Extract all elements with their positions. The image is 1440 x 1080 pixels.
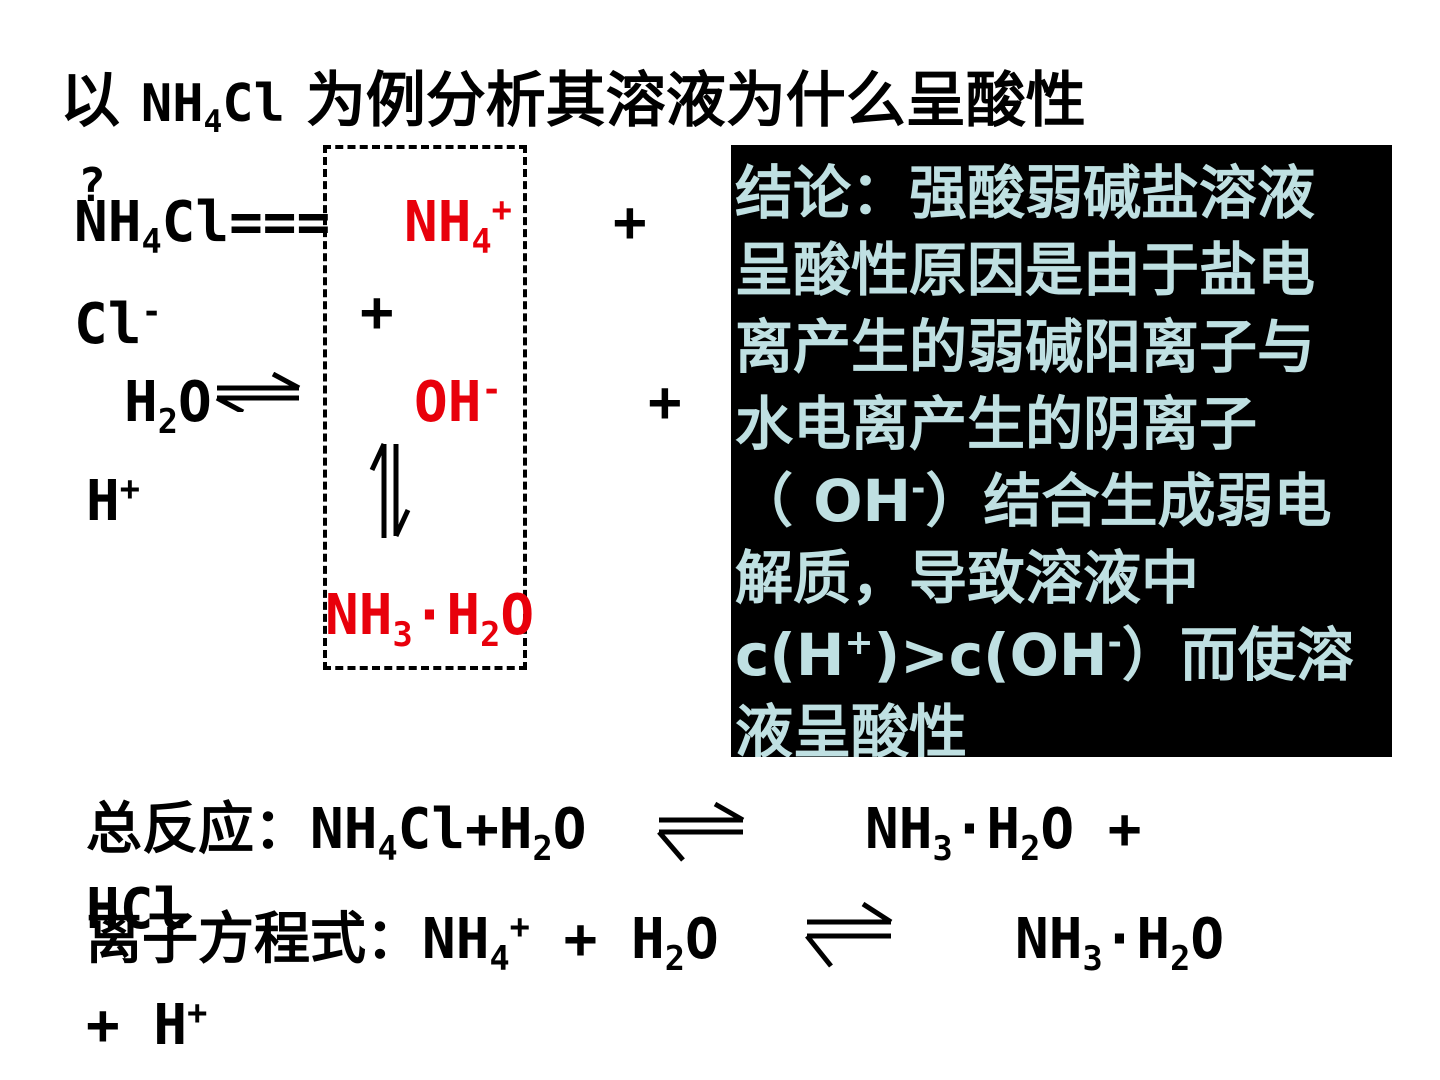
title-suffix: 为例分析其溶液为什么呈酸性 [305, 66, 1086, 136]
conclusion-panel: 结论：强酸弱碱盐溶液 呈酸性原因是由于盐电 离产生的弱碱阳离子与 水电离产生的阴… [731, 145, 1392, 757]
dashed-highlight-box [323, 145, 527, 670]
total-reaction-arrow-icon [655, 800, 747, 864]
hydroxide-ion: OH- [414, 369, 502, 435]
water-molecule: H2O [124, 370, 212, 441]
ammonium-ion: NH4+ [404, 189, 512, 261]
total-reaction-lhs: NH4Cl+H2O [310, 797, 587, 868]
title-formula: NH4Cl [140, 74, 285, 140]
ionic-equation-lhs: NH4+ + H2O [422, 906, 719, 978]
hydrogen-ion: H+ [86, 468, 140, 534]
total-reaction-label: 总反应： [86, 797, 310, 862]
equilibrium-arrow-icon [213, 372, 303, 412]
ionic-equation-rhs: NH3·H2O [1015, 907, 1225, 978]
ammonia-hydrate-product: NH3·H2O [325, 583, 535, 654]
dissociation-reactant: NH4Cl=== [74, 190, 331, 261]
ionic-equation-label: 离子方程式： [86, 907, 422, 972]
total-reaction-equation: 总反应：NH4Cl+H2O [86, 802, 586, 866]
plus-sign-2: + [360, 280, 394, 345]
conclusion-text: 结论：强酸弱碱盐溶液 呈酸性原因是由于盐电 离产生的弱碱阳离子与 水电离产生的阴… [735, 159, 1354, 757]
vertical-equilibrium-arrow-icon [368, 438, 412, 542]
title-question-mark: ? [78, 158, 106, 212]
title-prefix: 以 [60, 66, 120, 136]
chloride-ion: Cl- [74, 291, 162, 357]
plus-sign-1: + [613, 190, 647, 255]
total-reaction-rhs: NH3·H2O + [865, 797, 1142, 868]
total-reaction-wrap: HCl [86, 877, 188, 942]
page-title: 以 NH4Cl 为例分析其溶液为什么呈酸性 [60, 52, 1086, 139]
plus-sign-3: + [648, 370, 682, 435]
ionic-equation-wrap: + H+ [86, 992, 208, 1058]
ionic-equation-arrow-icon [803, 900, 895, 972]
ionic-equation: 离子方程式：NH4+ + H2O [86, 910, 719, 976]
